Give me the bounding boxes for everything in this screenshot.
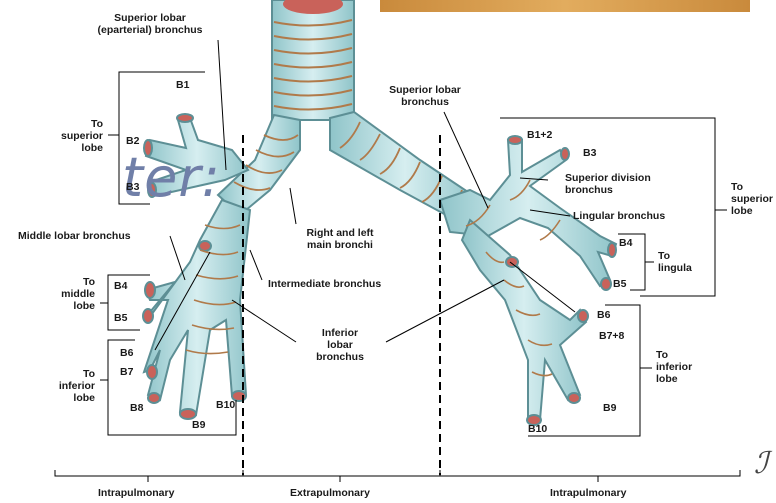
label-b9-left: B9 <box>603 402 616 414</box>
label-b10-left: B10 <box>528 423 547 435</box>
label-b7-8: B7+8 <box>599 330 624 342</box>
label-b10-right: B10 <box>216 399 235 411</box>
label-b6-left: B6 <box>597 309 610 321</box>
label-b5-left: B5 <box>613 278 626 290</box>
label-b1-2: B1+2 <box>527 129 552 141</box>
label-to-superior-lobe-right: To superior lobe <box>731 181 773 217</box>
right-intermediate-and-lower <box>143 200 250 419</box>
label-intrapulmonary-left: Intrapulmonary <box>98 487 174 499</box>
label-lingular-bronchus: Lingular bronchus <box>573 210 665 222</box>
label-to-lingula: To lingula <box>658 250 692 274</box>
label-b4-right: B4 <box>114 280 127 292</box>
label-b7: B7 <box>120 366 133 378</box>
label-extrapulmonary: Extrapulmonary <box>290 487 370 499</box>
label-b3-right: B3 <box>126 181 139 193</box>
label-b6-right: B6 <box>120 347 133 359</box>
label-b5-right: B5 <box>114 312 127 324</box>
label-intrapulmonary-right: Intrapulmonary <box>550 487 626 499</box>
label-to-middle-lobe: To middle lobe <box>40 276 95 312</box>
label-b2: B2 <box>126 135 139 147</box>
label-middle-lobar-bronchus: Middle lobar bronchus <box>18 230 131 242</box>
label-inferior-lobar-bronchus: Inferior lobar bronchus <box>300 327 380 363</box>
label-intermediate-bronchus: Intermediate bronchus <box>268 278 381 290</box>
label-superior-division-bronchus: Superior division bronchus <box>565 172 651 196</box>
label-b3-left: B3 <box>583 147 596 159</box>
bottom-axis-bracket <box>55 470 740 482</box>
label-b9-right: B9 <box>192 419 205 431</box>
label-b1: B1 <box>176 79 189 91</box>
photo-strip <box>380 0 750 12</box>
label-to-superior-lobe-left: To superior lobe <box>40 118 103 154</box>
label-to-inferior-lobe-left: To inferior lobe <box>40 368 95 404</box>
label-superior-lobar-eparterial: Superior lobar (eparterial) bronchus <box>80 12 220 36</box>
label-to-inferior-lobe-right: To inferior lobe <box>656 349 692 385</box>
trachea <box>272 0 354 120</box>
label-b4-left: B4 <box>619 237 632 249</box>
label-right-left-main-bronchi: Right and left main bronchi <box>285 227 395 251</box>
signature-mark: ℐ <box>754 446 768 481</box>
label-superior-lobar-bronchus: Superior lobar bronchus <box>370 84 480 108</box>
overlay-text: ter: <box>122 146 221 209</box>
label-b8: B8 <box>130 402 143 414</box>
left-inferior-lobar-bronchus <box>462 220 588 425</box>
